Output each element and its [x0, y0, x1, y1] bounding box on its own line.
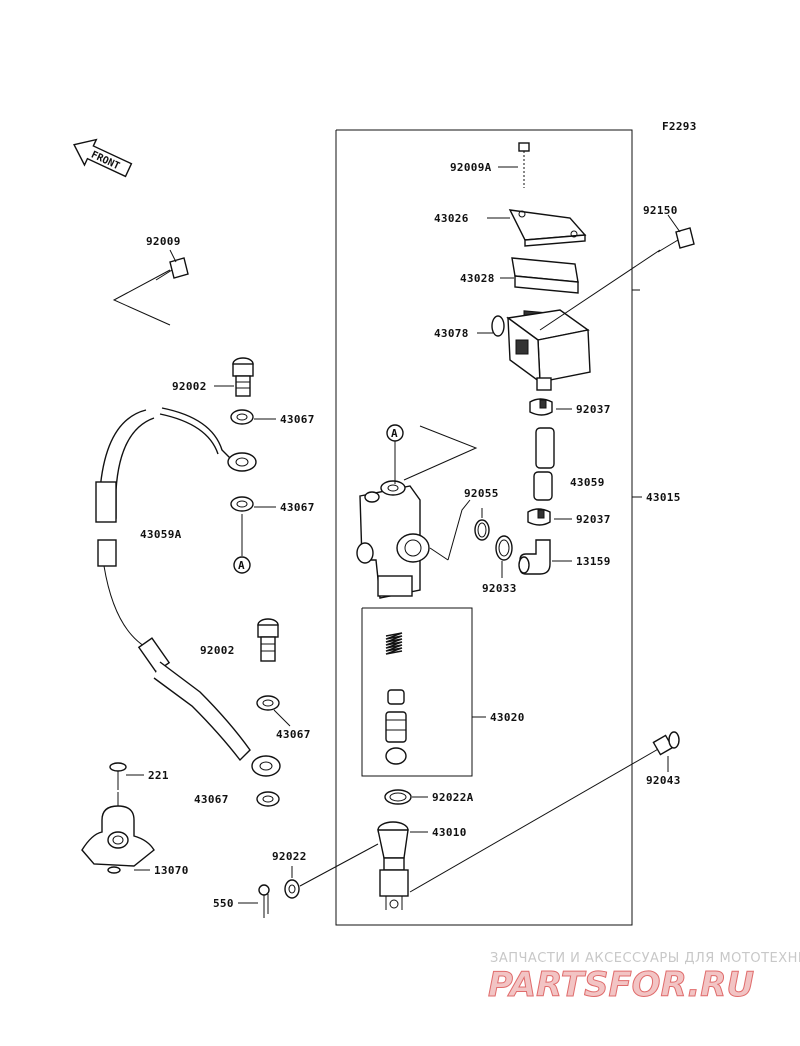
label-43020: 43020: [490, 711, 525, 724]
label-92009: 92009: [146, 235, 181, 248]
banjo-bolt-92002-a: [232, 357, 254, 397]
label-92033: 92033: [482, 582, 517, 595]
watermark-tagline: ЗАПЧАСТИ И АКСЕССУАРЫ ДЛЯ МОТОТЕХНИКИ: [490, 951, 800, 966]
washer-43067-a: [230, 409, 254, 425]
hose-43059: [533, 427, 555, 501]
label-43028: 43028: [460, 272, 495, 285]
label-92037-a: 92037: [576, 403, 611, 416]
clip-92022A: [384, 789, 412, 805]
figure-id-label: F2293: [662, 120, 697, 133]
label-43067-a: 43067: [280, 413, 315, 426]
label-13070: 13070: [154, 864, 189, 877]
label-92150: 92150: [643, 204, 678, 217]
label-92022A: 92022A: [432, 791, 474, 804]
fitting-13159: [518, 539, 551, 575]
bolt-92009: [155, 257, 189, 281]
front-arrow-icon: FRONT: [73, 138, 133, 178]
label-43067-d: 43067: [194, 793, 229, 806]
cotter-pin-550: [258, 884, 270, 918]
label-43067-b: 43067: [280, 501, 315, 514]
label-92009A: 92009A: [450, 161, 492, 174]
label-92022: 92022: [272, 850, 307, 863]
pin-92043: [409, 731, 680, 893]
watermark-brand: PARTSFOR.RU: [488, 965, 754, 1005]
clamp-92037-b: [527, 508, 551, 526]
label-43059A: 43059A: [140, 528, 182, 541]
label-92002-b: 92002: [200, 644, 235, 657]
washer-43067-b: [230, 496, 254, 512]
oring-92055: [474, 519, 490, 541]
label-92043: 92043: [646, 774, 681, 787]
label-43010: 43010: [432, 826, 467, 839]
label-92037-b: 92037: [576, 513, 611, 526]
bracket-13070: [81, 805, 155, 874]
label-13159: 13159: [576, 555, 611, 568]
label-92055: 92055: [464, 487, 499, 500]
label-550: 550: [213, 897, 234, 910]
piston-kit-43020: [361, 607, 473, 777]
label-221: 221: [148, 769, 169, 782]
washer-43067-c: [256, 695, 280, 711]
ref-marker-a-top: A: [391, 427, 398, 440]
reservoir-43078: [491, 309, 591, 391]
label-43015: 43015: [646, 491, 681, 504]
label-43078: 43078: [434, 327, 469, 340]
master-cylinder-body: [356, 480, 430, 599]
label-43059: 43059: [570, 476, 605, 489]
ref-marker-a-left: A: [238, 559, 245, 572]
screw-92009A: [518, 142, 530, 188]
assembly-bracket: [335, 129, 633, 926]
washer-43067-d: [256, 791, 280, 807]
pushrod-43010: [377, 821, 409, 910]
washer-92022: [284, 879, 300, 899]
bolt-92150: [657, 227, 695, 253]
brake-hose-43059A: [95, 407, 281, 777]
circlip-92033: [495, 535, 513, 561]
clamp-92037-a: [529, 398, 553, 416]
label-43067-c: 43067: [276, 728, 311, 741]
label-92002-a: 92002: [172, 380, 207, 393]
label-43026: 43026: [434, 212, 469, 225]
cap-43026: [508, 209, 587, 247]
screw-221: [109, 762, 127, 790]
banjo-bolt-92002-b: [257, 618, 279, 662]
